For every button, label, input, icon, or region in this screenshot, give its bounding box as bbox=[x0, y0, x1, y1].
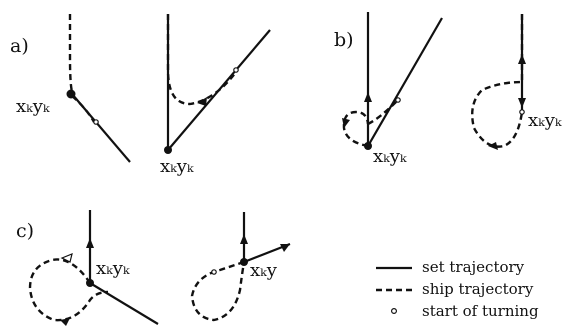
ship-trajectory-a-right bbox=[166, 14, 237, 106]
arrow-icon-c-left-top bbox=[60, 253, 73, 263]
ship-trajectory-b-left-exit bbox=[367, 99, 399, 126]
ship-trajectory-b-left-loop bbox=[342, 110, 370, 148]
waypoint-label-c-right: xₖy bbox=[250, 260, 278, 281]
arrow-icon-c-left-bottom bbox=[60, 318, 70, 326]
waypoint-b-left bbox=[364, 142, 372, 150]
waypoint-label-c-left: xₖyₖ bbox=[96, 258, 130, 279]
arrow-icon-c-right-diag bbox=[280, 244, 290, 252]
diagram-b-right: xₖyₖ bbox=[471, 14, 562, 150]
arrow-icon-b-left-loop bbox=[342, 118, 350, 128]
arrow-icon-b-left-up bbox=[364, 92, 372, 102]
arrow-icon-c-right-up bbox=[240, 234, 248, 244]
waypoint-label-a-left: xₖyₖ bbox=[16, 96, 50, 117]
legend-set-trajectory-label: set trajectory bbox=[422, 258, 525, 276]
turn-start-marker-c-right bbox=[211, 269, 217, 275]
ship-trajectory-a-left-join bbox=[71, 95, 96, 123]
legend-turn-start-marker bbox=[391, 308, 398, 315]
waypoint-c-right bbox=[240, 258, 248, 266]
arrow-icon-b-right-down bbox=[518, 98, 526, 108]
waypoint-label-b-right: xₖyₖ bbox=[528, 110, 562, 131]
ship-trajectory-a-left bbox=[68, 14, 75, 95]
panel-label-c: c) bbox=[16, 220, 34, 242]
set-trajectory-b-left-diagonal bbox=[367, 17, 443, 147]
waypoint-label-b-left: xₖyₖ bbox=[373, 146, 407, 167]
diagram-c-left: xₖyₖ bbox=[28, 210, 159, 326]
ship-trajectory-c-right-loop bbox=[190, 260, 246, 322]
turn-start-marker-a-right bbox=[233, 67, 239, 73]
arrow-icon-a-right bbox=[197, 97, 207, 106]
waypoint-label-a-right: xₖyₖ bbox=[160, 156, 194, 177]
diagram-a-right: xₖyₖ bbox=[160, 14, 271, 177]
legend-start-of-turning-label: start of turning bbox=[422, 302, 539, 320]
arrow-icon-c-left-up bbox=[86, 238, 94, 248]
diagram-c-right: xₖy bbox=[190, 212, 291, 322]
diagram-a-left: xₖyₖ bbox=[16, 14, 131, 163]
turn-start-marker-b-left bbox=[395, 97, 401, 103]
waypoint-a-left bbox=[66, 89, 76, 99]
legend-ship-trajectory-label: ship trajectory bbox=[422, 280, 534, 298]
arrow-icon-b-right-loop bbox=[488, 142, 498, 150]
waypoint-c-left bbox=[86, 279, 94, 287]
set-trajectory-c-left-diagonal bbox=[89, 282, 159, 325]
legend: set trajectory ship trajectory start of … bbox=[376, 258, 539, 320]
diagram-b-left: xₖyₖ bbox=[342, 12, 443, 167]
panel-label-a: a) bbox=[10, 35, 29, 57]
turn-start-marker-a-left bbox=[93, 119, 99, 125]
waypoint-a-right bbox=[164, 146, 172, 154]
turn-start-marker-b-right bbox=[519, 109, 525, 115]
ship-trajectory-c-left-loop bbox=[28, 258, 109, 322]
ship-trajectory-b-right-loop bbox=[471, 14, 524, 148]
panel-label-b: b) bbox=[334, 29, 354, 51]
